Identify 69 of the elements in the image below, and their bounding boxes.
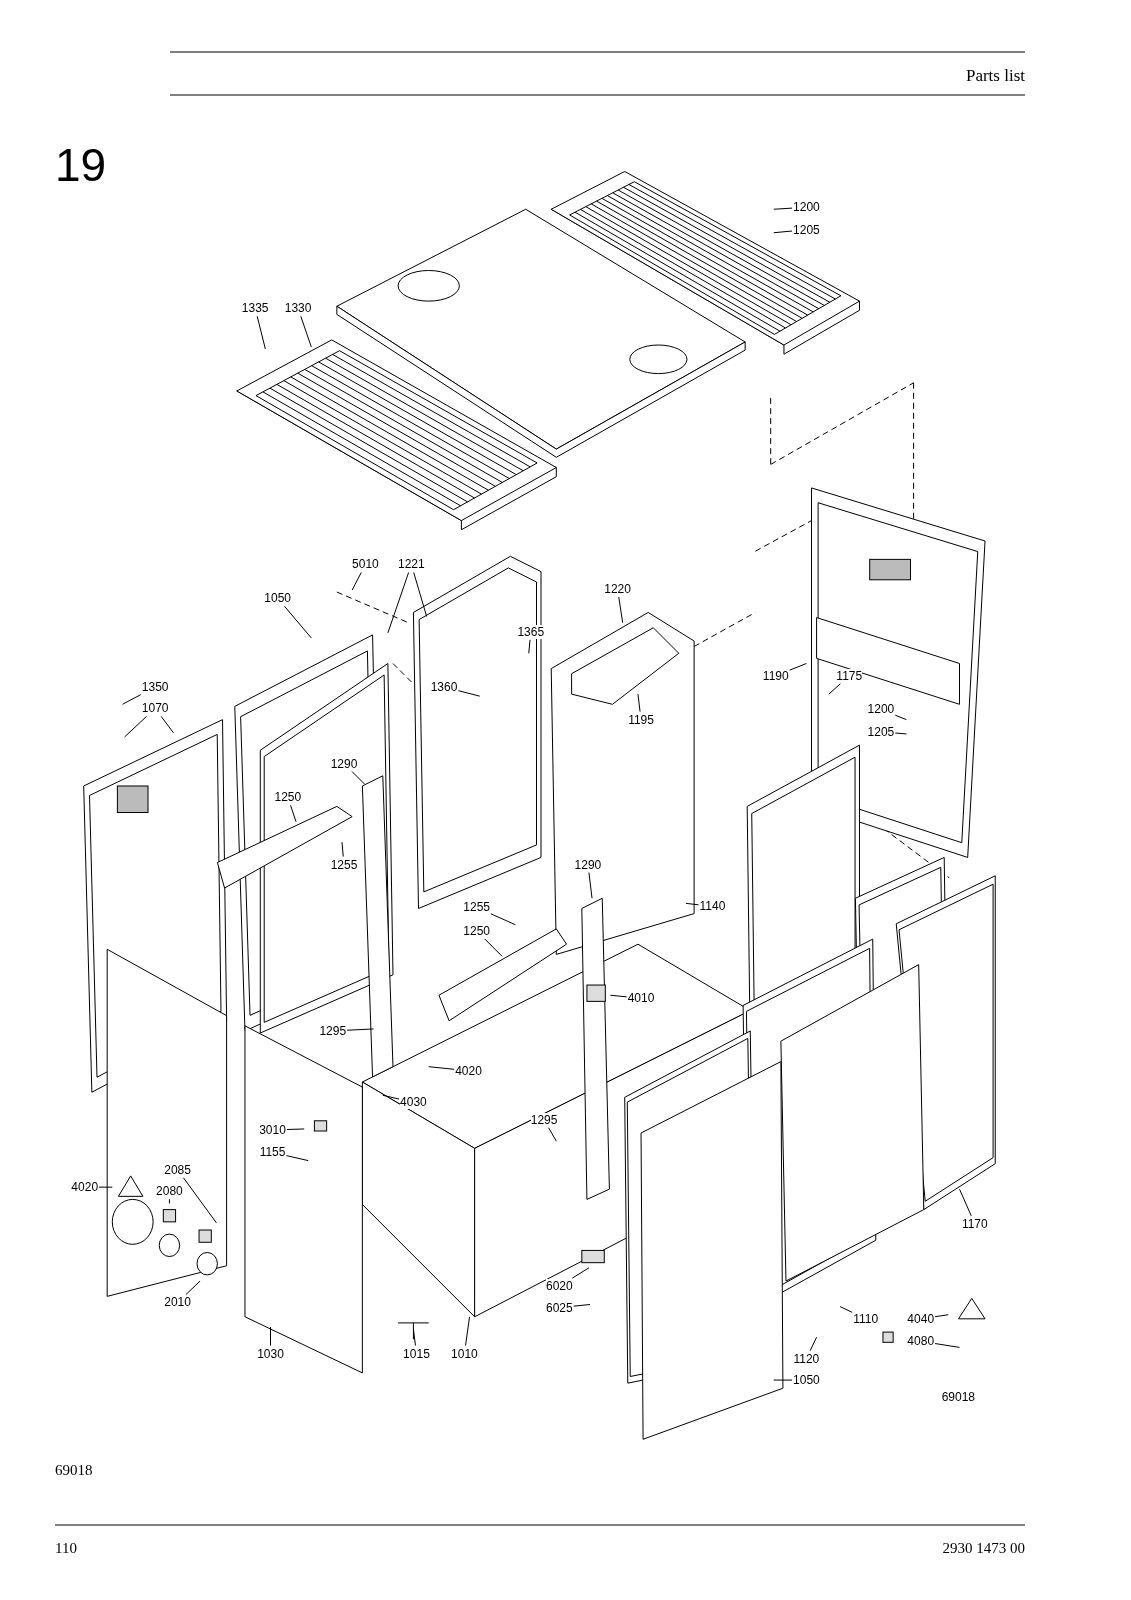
leader-line [122, 694, 142, 705]
leader-line [773, 1379, 793, 1381]
callout-number: 1110 [853, 1311, 879, 1326]
leader-line [528, 639, 531, 654]
leader-line [609, 994, 628, 998]
leader-line [285, 1155, 309, 1162]
leader-line [637, 693, 641, 713]
callout-number: 6025 [546, 1300, 573, 1315]
leader-line [894, 732, 907, 735]
leader-line [428, 1066, 455, 1070]
leader-line [490, 913, 516, 926]
leader-line [283, 605, 312, 639]
leader-line [773, 207, 793, 210]
leader-line [457, 690, 481, 697]
leader-line [934, 1343, 960, 1348]
leader-line [168, 1198, 170, 1204]
leader-line [256, 315, 266, 350]
drawing-number: 69018 [55, 1461, 93, 1479]
leader-line [484, 938, 503, 957]
page-number: 110 [55, 1539, 77, 1557]
leader-line [124, 715, 148, 738]
leader-line [286, 1128, 305, 1130]
callout-number: 1010 [451, 1346, 478, 1361]
callout-number: 1190 [762, 668, 789, 683]
leader-line [959, 1188, 972, 1217]
leader-line [346, 1028, 375, 1031]
leader-line [270, 1326, 271, 1347]
document-number: 2930 1473 00 [942, 1539, 1025, 1557]
callout-number: 1030 [257, 1346, 284, 1361]
callout-number: 1350 [141, 679, 169, 694]
callout-number: 4040 [907, 1311, 935, 1326]
leader-line [413, 572, 428, 618]
leader-line [341, 841, 344, 858]
leader-line [839, 1306, 853, 1313]
callout-number: 1120 [793, 1351, 820, 1366]
leader-line [387, 572, 410, 634]
callout-number: 1295 [319, 1023, 347, 1038]
leader-line [160, 715, 175, 734]
callout-number: 1015 [403, 1346, 430, 1361]
leader-line [573, 1304, 591, 1307]
leader-line [290, 804, 297, 823]
leader-line [773, 230, 793, 234]
callout-number: 4030 [400, 1095, 427, 1110]
leader-line [618, 596, 624, 624]
leader-line [465, 1316, 471, 1347]
callout-number: 1220 [604, 581, 631, 596]
leader-line [894, 714, 907, 721]
leader-line [789, 663, 807, 671]
leader-line [351, 572, 362, 591]
header-title: Parts list [965, 66, 1025, 86]
leader-line [300, 315, 312, 348]
leader-line [412, 1328, 416, 1347]
leader-line [382, 1094, 400, 1100]
leader-line [548, 1127, 557, 1142]
callout-number: 1205 [793, 222, 820, 237]
leader-line [351, 771, 365, 785]
leader-line [588, 872, 593, 899]
drawing-number: 69018 [941, 1390, 975, 1404]
leader-line [182, 1177, 217, 1224]
leader-line [571, 1267, 590, 1279]
section-number: 19 [55, 138, 107, 192]
leader-line [185, 1280, 201, 1295]
leader-line [934, 1314, 949, 1318]
leader-line [685, 902, 700, 906]
leader-line [809, 1336, 818, 1352]
callout-number: 1250 [463, 923, 491, 938]
leader-line [98, 1186, 113, 1188]
callout-number: 1170 [961, 1216, 988, 1231]
leader-line [828, 683, 841, 695]
